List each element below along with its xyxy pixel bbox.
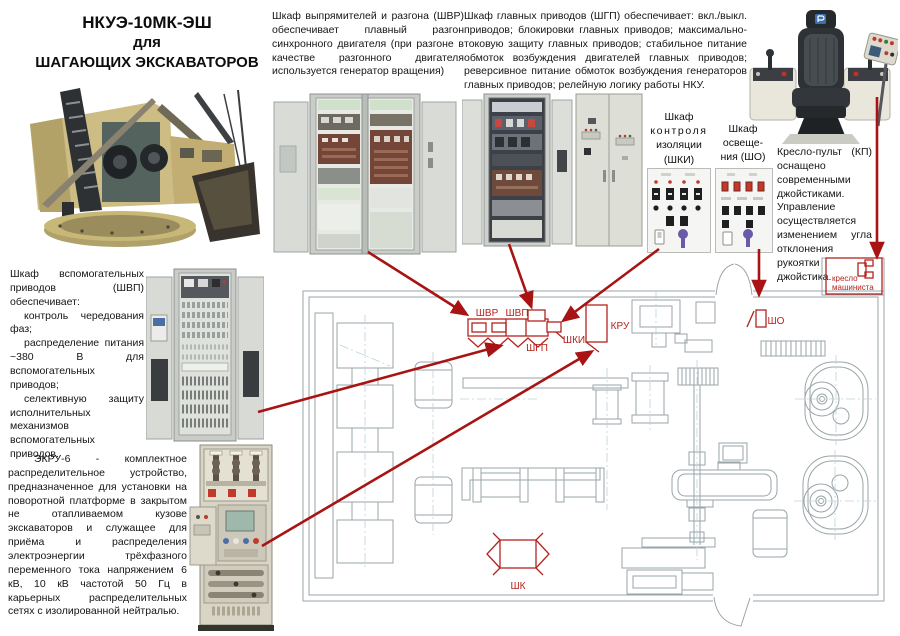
- title-line3: ШАГАЮЩИХ ЭКСКАВАТОРОВ: [35, 54, 259, 72]
- chair-symbol: [857, 262, 867, 277]
- plan-label-chair-line1: кресло: [832, 274, 858, 283]
- shvp-description: Шкаф вспомогательных приводов (ШВП) обес…: [10, 268, 144, 462]
- plan-sho-box: [755, 309, 767, 328]
- shki-panel-photo: [647, 168, 711, 253]
- ekru-cabinet-photo: [188, 441, 284, 633]
- shvp-intro: Шкаф вспомогательных приводов (ШВП) обес…: [10, 268, 144, 308]
- plan-shk-box: [499, 539, 537, 569]
- sho-panel-illustration: [715, 168, 773, 253]
- floor-plan-centerlines: [339, 292, 876, 570]
- shvr-cabinet-illustration: [273, 93, 457, 255]
- sho-caption-line: ния (ШО): [720, 151, 766, 164]
- ekru-description: ЭКРУ-6 - комплектное распределительное у…: [8, 453, 187, 618]
- shki-panel-illustration: [647, 168, 711, 253]
- shki-caption-line: изоляции: [656, 139, 702, 152]
- sho-panel-photo: [715, 168, 773, 253]
- plan-label-shgp: ШГП: [526, 343, 548, 354]
- shgp-description: Шкаф главных приводов (ШГП) обеспечивает…: [464, 10, 747, 92]
- kp-description: Кресло-пульт (КП) оснащено современными …: [777, 146, 872, 283]
- shki-caption: Шкаф контроля изоляции (ШКИ): [643, 110, 715, 167]
- plan-label-shk: ШК: [511, 581, 526, 592]
- plan-label-shki: ШКИ: [563, 335, 585, 346]
- page-title: НКУЭ-10МК-ЭШ для ШАГАЮЩИХ ЭКСКАВАТОРОВ: [28, 12, 266, 73]
- plan-cabinet-markers: [467, 257, 883, 576]
- shvr-description: Шкаф выпрямителей и разгона (ШВР) обеспе…: [272, 10, 464, 78]
- arrow-shvr: [367, 250, 470, 317]
- operator-chair-photo: [744, 6, 898, 146]
- plan-shvp-box: [527, 309, 546, 322]
- title-line2: для: [133, 34, 161, 52]
- shvp-item: селективную защиту исполнительных механи…: [10, 392, 144, 461]
- shki-caption-line: Шкаф: [664, 111, 694, 123]
- plan-label-kru: КРУ: [611, 321, 630, 332]
- excavator-photo: [2, 84, 264, 262]
- sho-caption-line: освеще-: [722, 137, 764, 150]
- shgp-cabinet-photo: [462, 90, 644, 250]
- connector-arrows: [257, 97, 885, 548]
- plan-shki-box: [546, 321, 562, 333]
- plan-chair-box: [825, 257, 883, 295]
- ekru-cabinet-illustration: [189, 444, 274, 631]
- shvr-cabinet-photo: [272, 86, 458, 260]
- sho-caption-line: Шкаф: [728, 123, 758, 135]
- shgp-cabinet-illustration: [462, 93, 643, 247]
- arrow-shki: [560, 247, 660, 323]
- plan-labels: ШВР ШВП ШГП ШКИ КРУ ШО ШК кресло машинис…: [476, 274, 875, 592]
- shvp-item: распределение питания ~380 В для вспомог…: [10, 337, 144, 391]
- arrow-shgp: [507, 243, 534, 310]
- arrow-ekru: [261, 350, 595, 548]
- title-line1: НКУЭ-10МК-ЭШ: [82, 13, 212, 32]
- floor-plan: [302, 257, 885, 627]
- operator-chair-illustration: [749, 10, 898, 144]
- plan-label-shvr: ШВР: [476, 308, 499, 319]
- plan-kru-box: [585, 304, 608, 343]
- arrow-shvp: [257, 342, 504, 414]
- shvp-item: контроль чередования фаз;: [10, 309, 144, 336]
- plan-label-sho: ШО: [768, 316, 785, 327]
- shki-caption-line: контроля: [650, 125, 708, 138]
- excavator-illustration: [30, 88, 260, 247]
- plan-label-chair-line2: машиниста: [832, 283, 874, 292]
- sho-caption: Шкаф освеще- ния (ШО): [712, 122, 774, 165]
- plan-label-shvp: ШВП: [505, 308, 528, 319]
- shki-caption-line: (ШКИ): [663, 153, 695, 166]
